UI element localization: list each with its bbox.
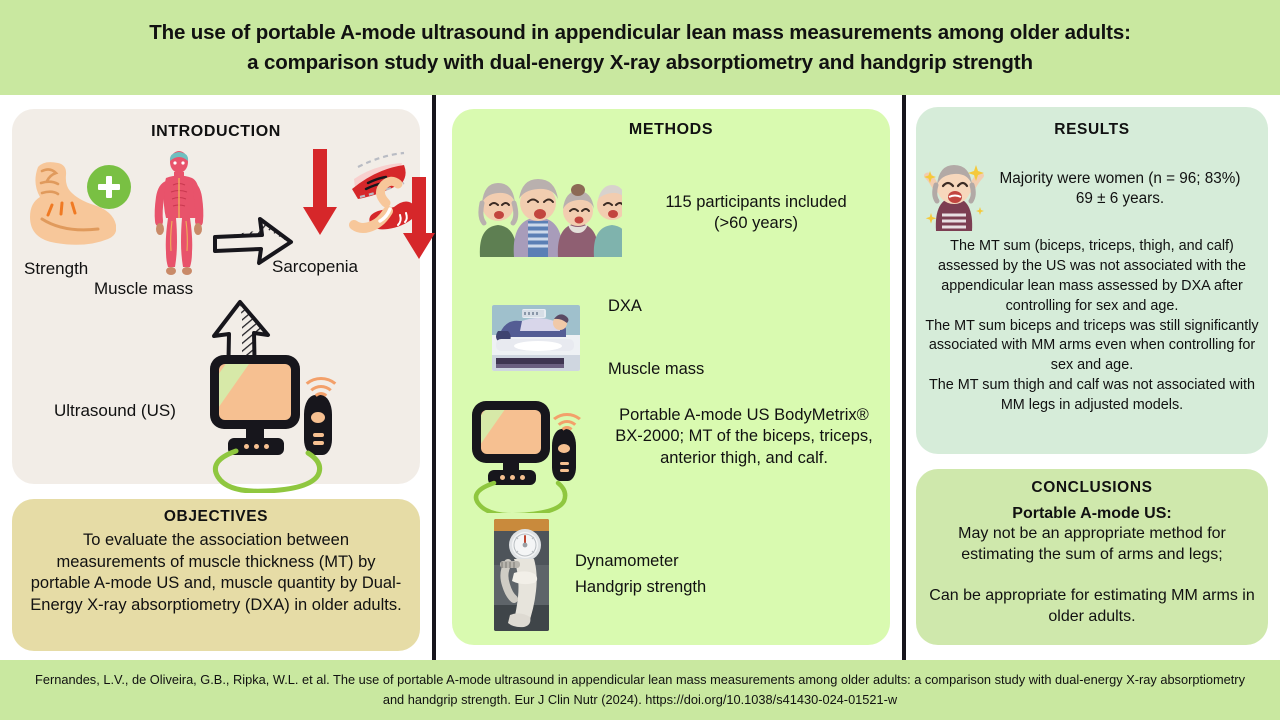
results-highlight: Majority were women (n = 96; 83%) 69 ± 6…: [999, 170, 1241, 208]
method-text-dynamometer: Dynamometer Handgrip strength: [575, 552, 707, 596]
column-divider-left: [432, 95, 436, 660]
celebrating-older-woman-icon: [922, 155, 988, 231]
ultrasound-monitor-icon: [210, 355, 300, 429]
method-item-dxa: DXA Muscle mass: [492, 291, 872, 385]
sarcopenia-muscle-illustration: [302, 149, 432, 274]
ultrasound-monitor-neck: [246, 427, 264, 440]
label-ultrasound: Ultrasound (US): [54, 401, 176, 420]
panel-conclusions: CONCLUSIONS Portable A-mode US: May not …: [916, 469, 1268, 645]
red-down-arrow-icon-2: [402, 175, 436, 261]
introduction-title: INTRODUCTION: [151, 123, 281, 140]
methods-title: METHODS: [628, 121, 714, 138]
human-muscle-figure-icon: [140, 151, 218, 276]
column-left: INTRODUCTION Strength: [0, 95, 435, 660]
method-text-participants: 115 participants included (>60 years): [665, 192, 847, 232]
conclusions-body: May not be an appropriate method for est…: [929, 525, 1255, 626]
label-muscle-mass: Muscle mass: [94, 279, 194, 298]
results-title: RESULTS: [1054, 121, 1130, 138]
page-title: The use of portable A-mode ultrasound in…: [149, 21, 1131, 74]
portable-ultrasound-icon: [468, 399, 598, 513]
label-sarcopenia: Sarcopenia: [272, 257, 359, 276]
panel-objectives: OBJECTIVES To evaluate the association b…: [12, 499, 420, 651]
panel-results: RESULTS: [916, 107, 1268, 454]
objectives-title: OBJECTIVES: [163, 508, 269, 525]
method-text-dxa: DXA Muscle mass: [608, 297, 705, 378]
red-down-arrow-icon-1: [302, 147, 338, 237]
flexed-biceps-icon: [26, 153, 117, 253]
dxa-scanner-photo: [492, 305, 580, 372]
dynamometer-photo: [494, 519, 549, 631]
column-right: RESULTS: [906, 95, 1280, 660]
footer-banner: Fernandes, L.V., de Oliveira, G.B., Ripk…: [0, 660, 1280, 720]
ultrasound-monitor-base: [228, 438, 284, 455]
method-item-dynamometer: Dynamometer Handgrip strength: [494, 519, 874, 631]
conclusions-lead: Portable A-mode US:: [1012, 505, 1172, 522]
objectives-body: To evaluate the association between meas…: [30, 531, 402, 614]
main-content: INTRODUCTION Strength: [0, 95, 1280, 660]
citation-text: Fernandes, L.V., de Oliveira, G.B., Ripk…: [35, 672, 1245, 707]
elderly-group-icon: [470, 169, 631, 257]
column-divider-right: [902, 95, 906, 660]
method-item-participants: 115 participants included (>60 years): [470, 169, 874, 257]
plus-badge-icon: [87, 165, 131, 209]
ultrasound-cord: [212, 448, 323, 493]
header-banner: The use of portable A-mode ultrasound in…: [0, 0, 1280, 95]
method-text-portable-us: Portable A-mode US BodyMetrix® BX-2000; …: [615, 406, 873, 467]
method-item-portable-us: Portable A-mode US BodyMetrix® BX-2000; …: [468, 399, 878, 513]
sketch-arrow-right-icon: [212, 213, 294, 269]
results-body: The MT sum (biceps, triceps, thigh, and …: [925, 238, 1259, 413]
conclusions-title: CONCLUSIONS: [1031, 479, 1153, 496]
label-strength: Strength: [24, 259, 89, 278]
panel-introduction: INTRODUCTION Strength: [12, 109, 435, 493]
panel-methods: METHODS: [452, 109, 890, 645]
column-middle: METHODS: [436, 95, 902, 660]
